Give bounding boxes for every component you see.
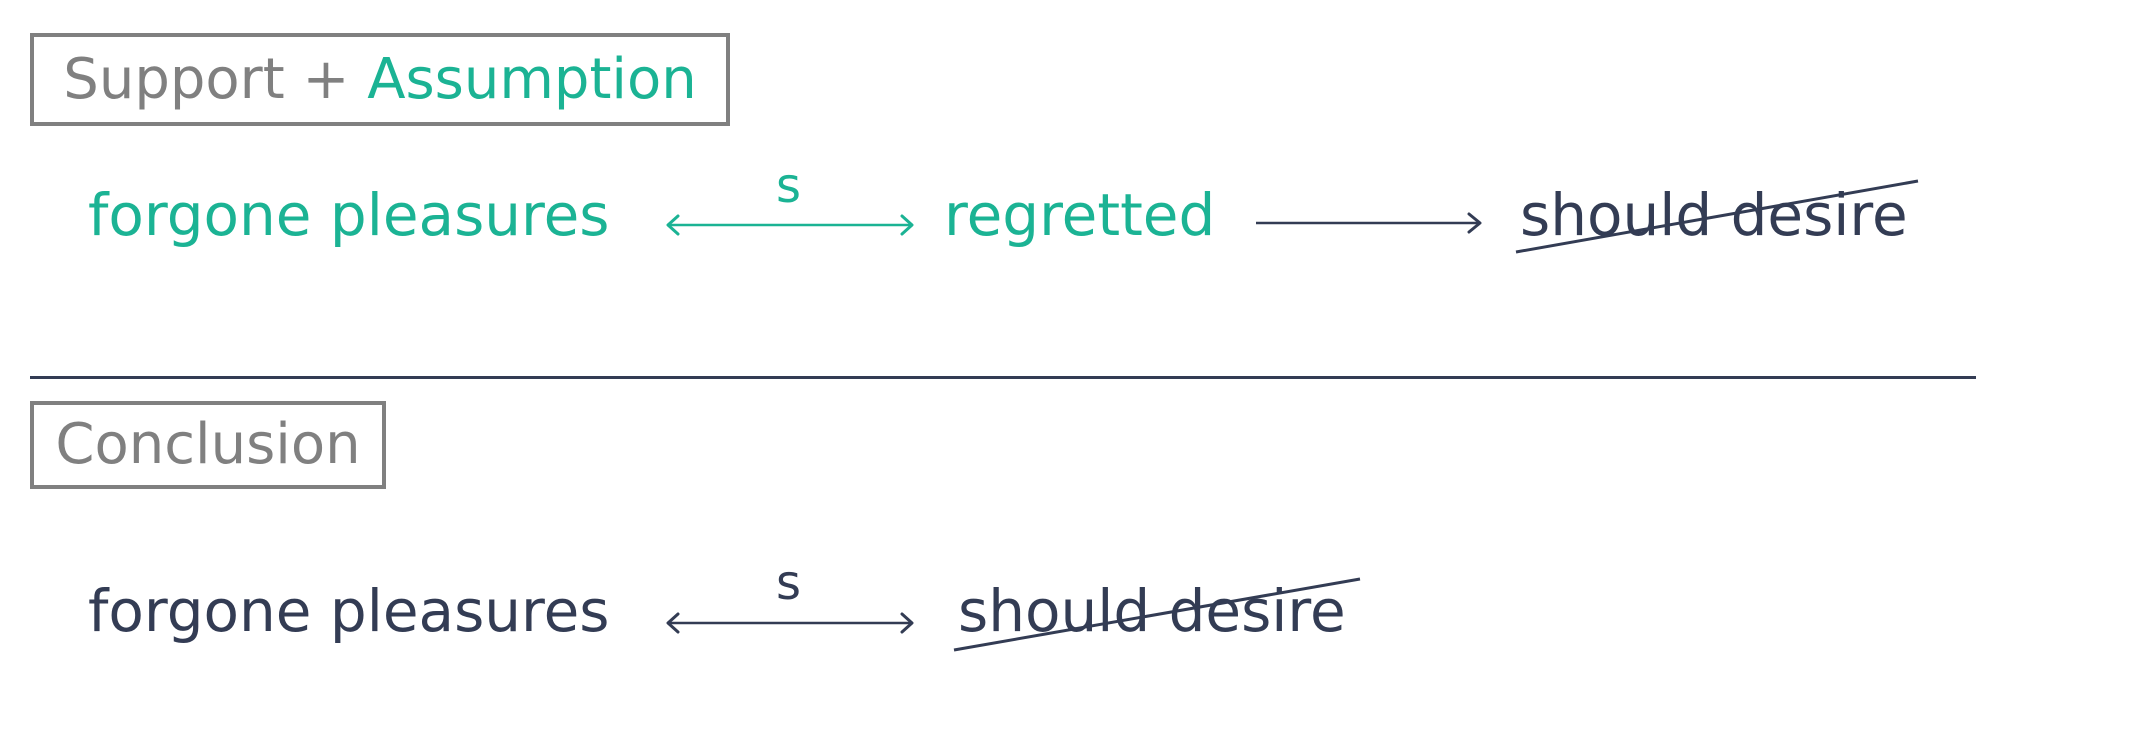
premise-label-support: Support + — [63, 46, 368, 112]
premise-conclusion-divider — [30, 376, 1976, 379]
premise-strike-line — [1515, 179, 1919, 254]
conclusion-label: Conclusion — [55, 412, 361, 477]
conclusion-term-forgone-pleasures: forgone pleasures — [88, 577, 610, 645]
premise-term-forgone-pleasures: forgone pleasures — [88, 181, 610, 249]
conclusion-label-box: Conclusion — [30, 401, 386, 489]
premise-label-assumption: Assumption — [367, 46, 697, 112]
conclusion-relation-label: s — [776, 555, 802, 611]
conclusion-double-arrow — [666, 612, 914, 634]
premise-double-arrow — [666, 214, 914, 236]
premise-right-arrow — [1256, 212, 1482, 234]
premise-label-box: Support + Assumption — [30, 33, 730, 126]
premise-relation-label: s — [776, 158, 802, 214]
conclusion-strike-line — [953, 577, 1361, 652]
premise-term-regretted: regretted — [944, 181, 1216, 249]
